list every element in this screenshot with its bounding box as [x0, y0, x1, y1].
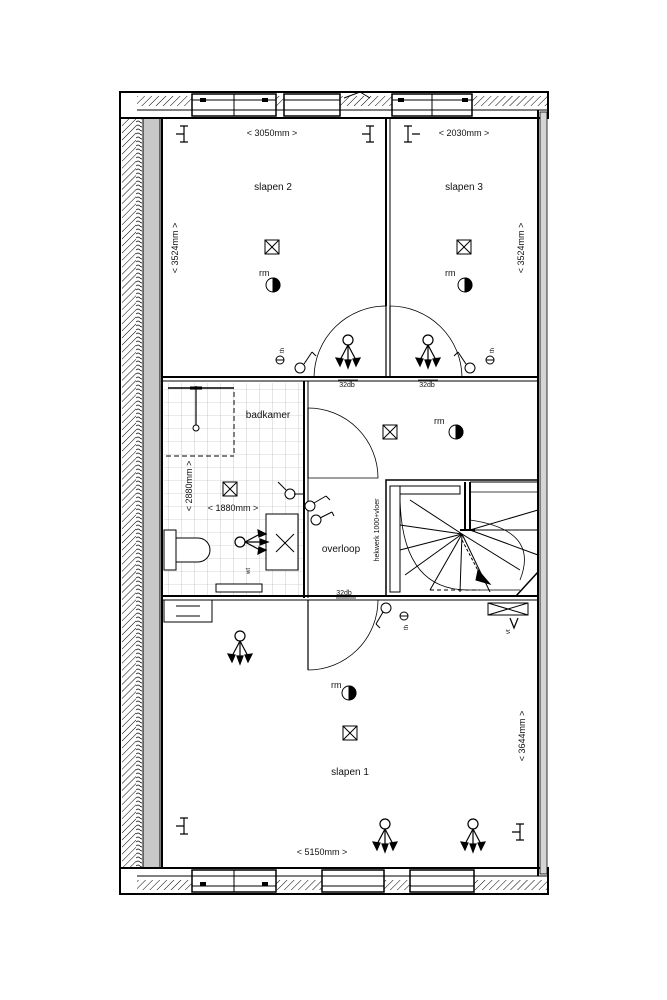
- toilet: [163, 529, 211, 571]
- door-badkamer: [307, 407, 379, 479]
- top-wall-hatch: [137, 96, 547, 106]
- top-window-3: [391, 93, 473, 117]
- th-label: th: [490, 348, 496, 353]
- socket-icon: [226, 334, 487, 854]
- room-labels: slapen 2 slapen 3 badkamer overloop slap…: [246, 182, 484, 778]
- dim-slapen3-width: < 2030mm >: [439, 128, 490, 138]
- db32-label: 32db: [336, 590, 352, 597]
- door-slapen1: [307, 599, 379, 671]
- db32-label: 32db: [339, 382, 355, 389]
- closet-box: [163, 599, 213, 623]
- bottom-window-1: [191, 869, 277, 893]
- bottom-window-3: [409, 869, 475, 893]
- left-wall-insulation: [136, 104, 142, 884]
- vt-label: vt: [506, 629, 512, 634]
- staircase: [385, 479, 539, 597]
- right-wall-grey: [539, 111, 548, 875]
- rm-label: rm: [331, 680, 342, 690]
- rm-label: rm: [445, 268, 456, 278]
- top-window-1: [191, 93, 277, 117]
- dimension-marks: [336, 379, 438, 599]
- left-wall-hatch: [122, 104, 136, 884]
- dim-slapen1-width: < 5150mm >: [297, 847, 348, 857]
- room-label-slapen3: slapen 3: [445, 182, 483, 193]
- room-label-slapen1: slapen 1: [331, 767, 369, 778]
- db32-label: 32db: [419, 382, 435, 389]
- smoke-detector-icon: [265, 277, 473, 701]
- door-slapen3: [389, 305, 463, 378]
- washbasin: [215, 513, 299, 593]
- switch-icon: [277, 351, 476, 629]
- dim-slapen2-height: < 3524mm >: [170, 223, 180, 274]
- dim-bath-height: < 2880mm >: [184, 461, 194, 512]
- left-wall-grey: [142, 111, 161, 873]
- light-icon-overloop: [382, 424, 398, 440]
- mechanical-vent-box: [487, 602, 529, 616]
- light-icon-slapen1: [342, 725, 358, 741]
- bottom-window-2: [321, 869, 385, 893]
- radiator-icon: [176, 125, 524, 841]
- stair-railing-label: hekwerk 1000+vloer: [374, 498, 381, 562]
- th-label: th: [404, 625, 410, 630]
- light-icon-slapen2: [264, 239, 280, 255]
- dim-slapen1-height: < 3644mm >: [517, 711, 527, 762]
- outer-walls: [119, 91, 549, 895]
- rm-label: rm: [259, 268, 270, 278]
- room-label-overloop: overloop: [322, 544, 361, 555]
- dim-bath-width: < 1880mm >: [208, 503, 259, 513]
- shower-area: [166, 386, 235, 457]
- th-label: th: [280, 348, 286, 353]
- wt-label: wt: [246, 568, 252, 575]
- door-slapen2: [313, 305, 387, 378]
- dim-slapen2-width: < 3050mm >: [247, 128, 298, 138]
- top-window-2: [283, 91, 371, 117]
- thermostat-icon: [275, 355, 495, 621]
- annotation-labels: rm rm rm rm th th th 32db 32db 32db hekw…: [246, 268, 512, 690]
- room-label-slapen2: slapen 2: [254, 182, 292, 193]
- light-icon-slapen3: [456, 239, 472, 255]
- rm-label: rm: [434, 416, 445, 426]
- dim-slapen3-height: < 3524mm >: [516, 223, 526, 274]
- light-icon-badkamer: [222, 481, 238, 497]
- dimension-labels: < 3050mm > < 2030mm > < 3524mm > < 3524m…: [170, 128, 527, 857]
- room-label-badkamer: badkamer: [246, 410, 291, 421]
